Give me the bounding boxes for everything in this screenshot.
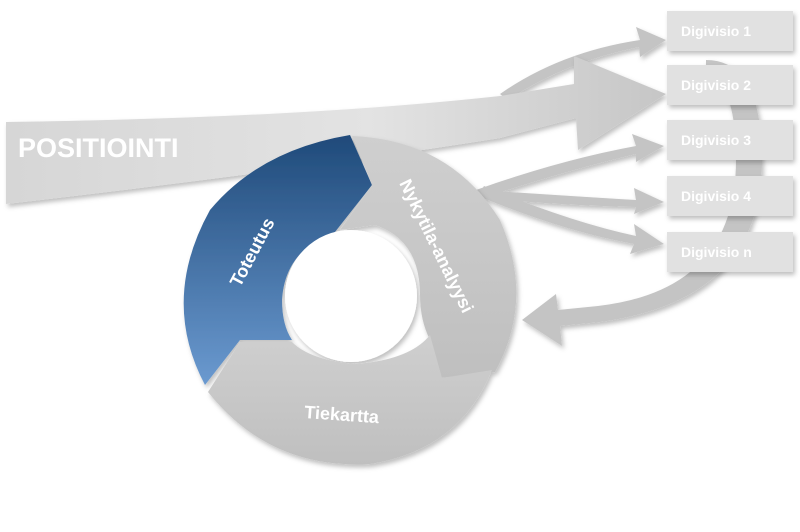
vision-connectors [476,27,762,346]
digivisio-n-box: Digivisio n [667,232,793,272]
cycle-segment-tiekartta [208,335,492,465]
arrow-to-digivisio-4 [478,188,664,214]
positioning-band [6,56,666,204]
digivisio-4-label: Digivisio 4 [681,188,751,204]
cycle-segment-nykytila [340,136,517,378]
arrow-to-digivisio-n [478,186,664,254]
digivisio-3-label: Digivisio 3 [681,132,751,148]
digivisio-4-box: Digivisio 4 [667,176,793,216]
digivisio-2-box: Digivisio 2 [667,65,793,105]
digivisio-3-box: Digivisio 3 [667,120,793,160]
digivisio-1-box: Digivisio 1 [667,11,793,51]
cycle-ring [183,135,517,465]
positioning-title: POSITIOINTI [18,133,179,163]
digivisio-n-label: Digivisio n [681,244,752,260]
digivisio-1-label: Digivisio 1 [681,23,751,39]
arrow-to-digivisio-3 [476,134,664,197]
return-arrow [522,60,762,346]
digivisio-2-label: Digivisio 2 [681,77,751,93]
vision-boxes: Digivisio 1 Digivisio 2 Digivisio 3 Digi… [667,11,793,272]
arrow-to-digivisio-1 [500,27,666,100]
cycle-center [285,230,417,362]
cycle-segment-toteutus [183,135,372,385]
